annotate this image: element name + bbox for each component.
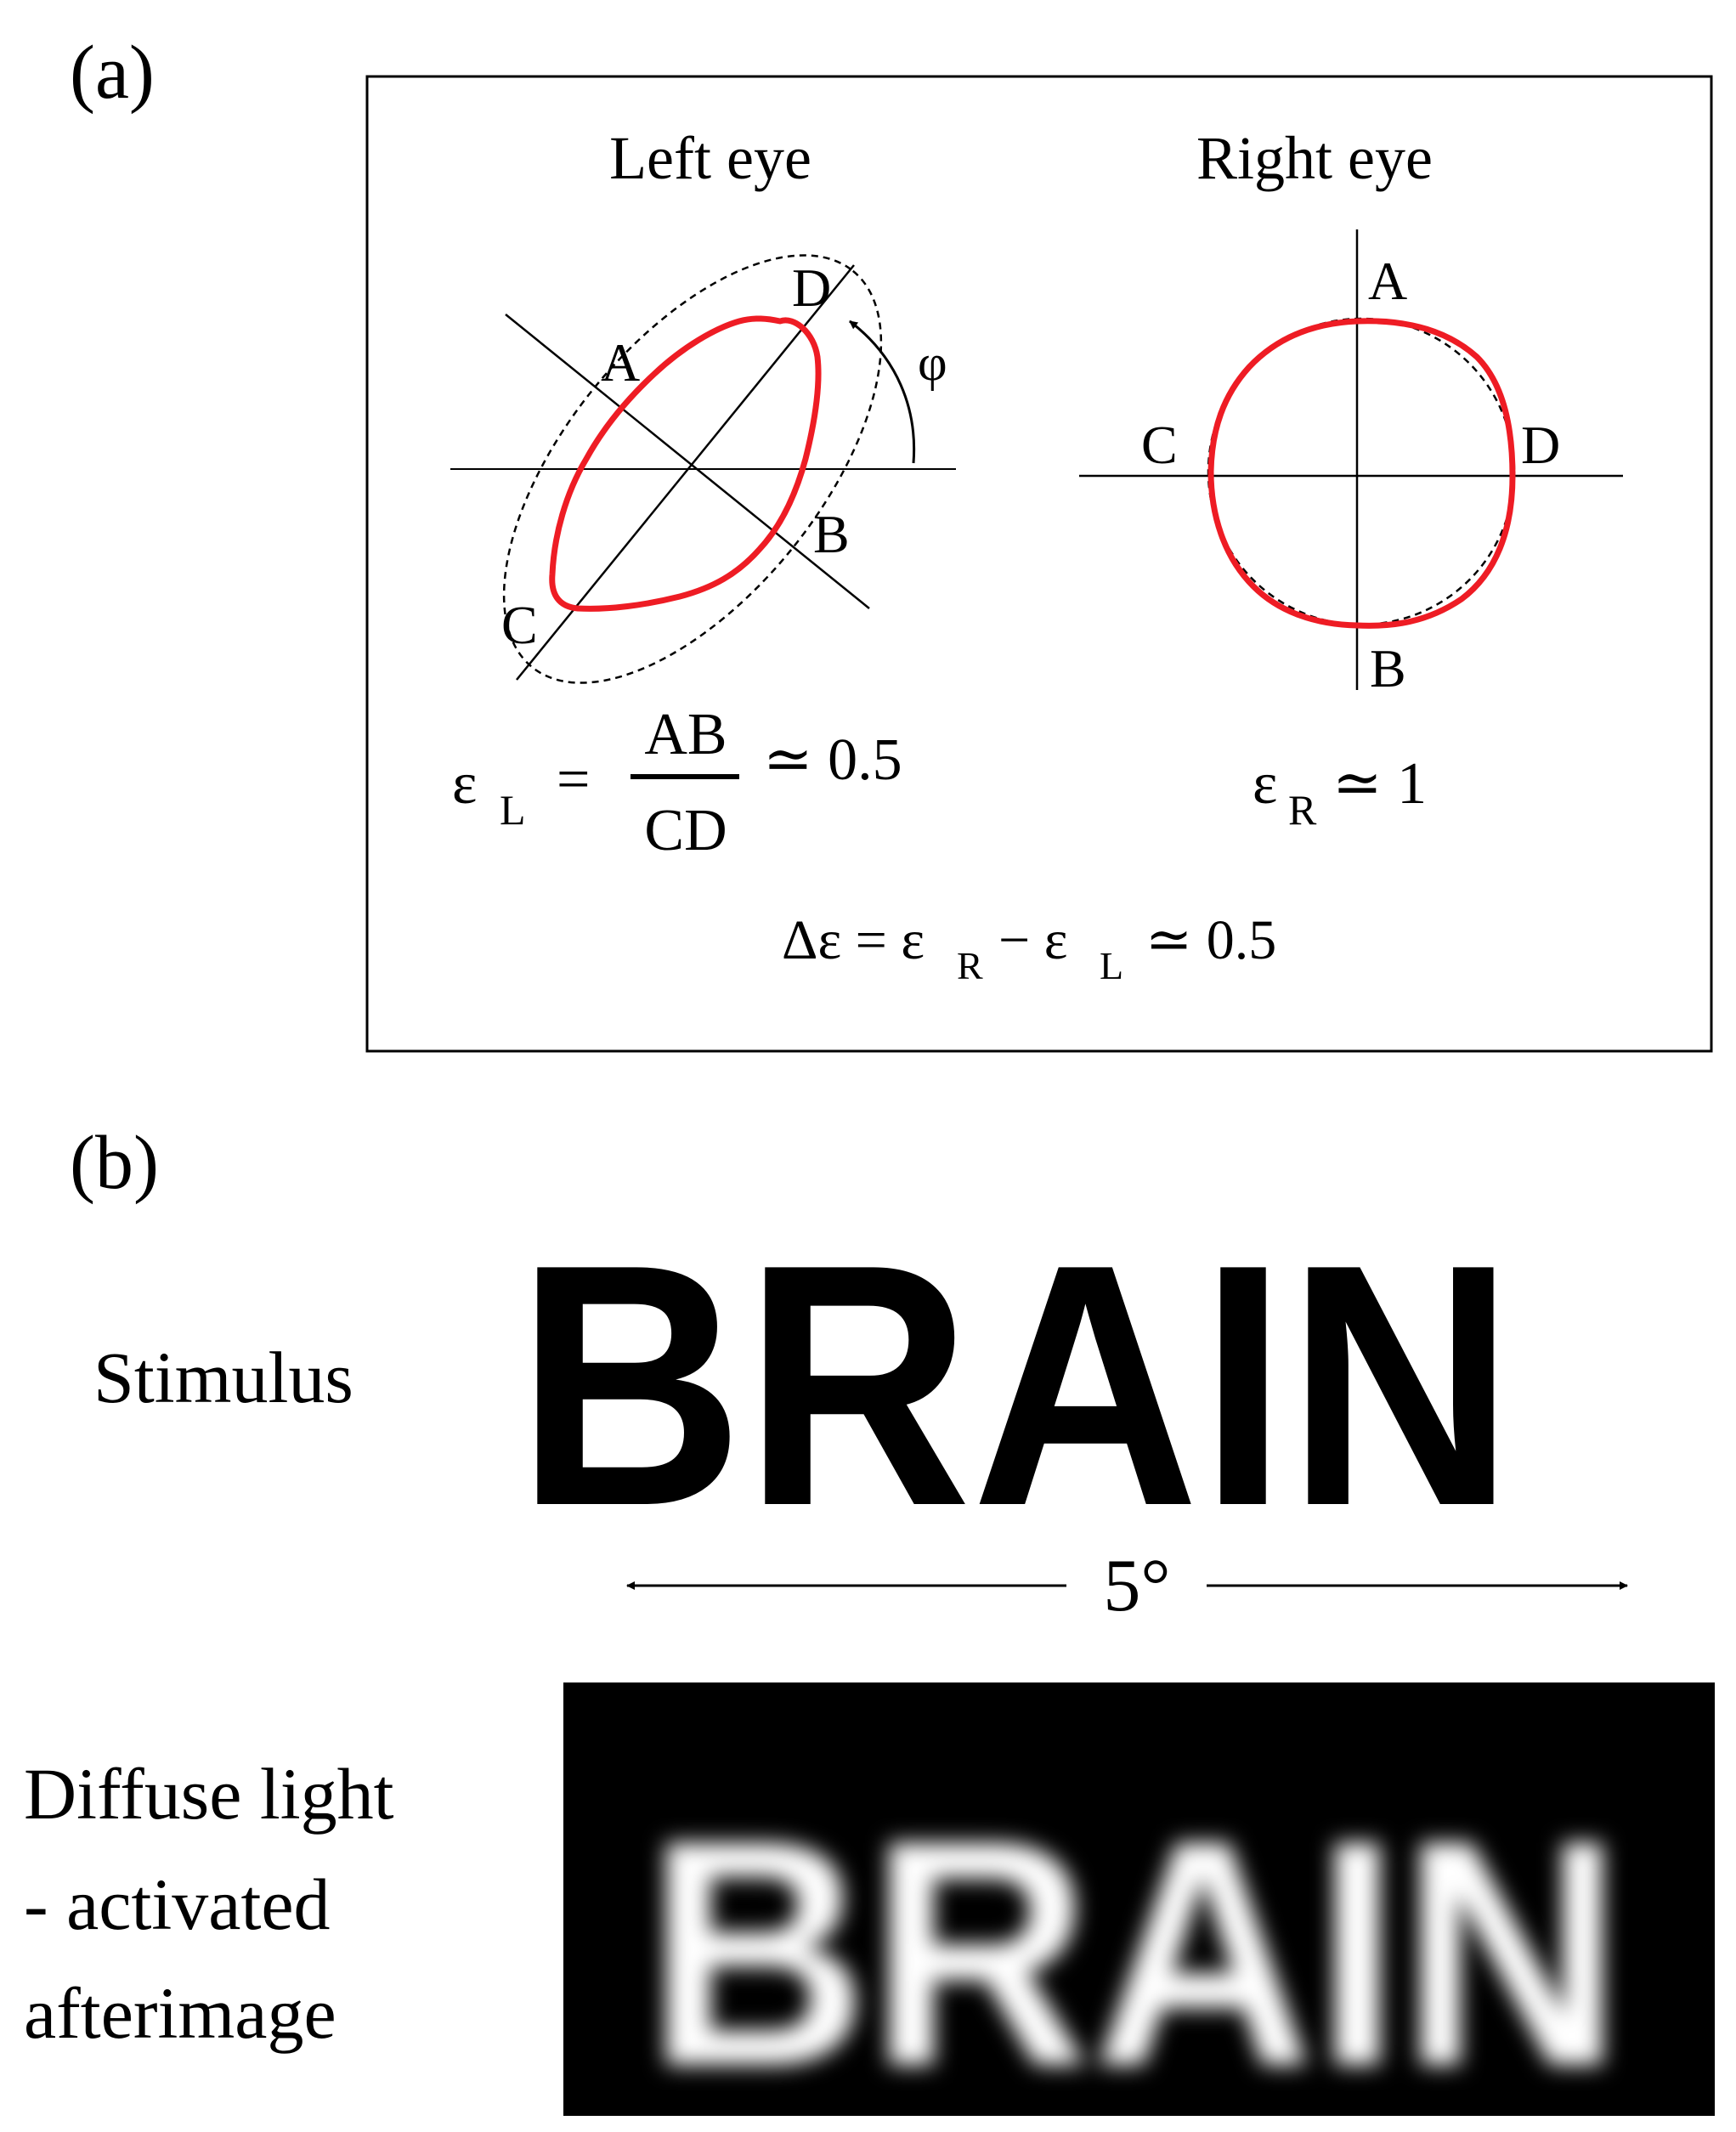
right-measured-curve xyxy=(1207,318,1516,629)
left-point-C: C xyxy=(501,595,538,655)
panel-a-frame xyxy=(365,75,1713,1053)
angle-label: 5° xyxy=(1103,1545,1170,1627)
right-eye-diagram: Right eye A B C D ε R ≃ 1 xyxy=(1079,124,1623,834)
right-eq-epsilon: ε xyxy=(1253,751,1277,817)
left-minor-axis xyxy=(505,314,870,609)
left-eq-epsilon: ε xyxy=(452,751,477,817)
right-point-A: A xyxy=(1368,251,1407,311)
left-eq-numerator: AB xyxy=(644,702,727,767)
left-point-A: A xyxy=(601,332,640,393)
stimulus-word: BRAIN xyxy=(517,1192,1515,1577)
left-measured-curve xyxy=(549,315,822,612)
left-eq-equals: = xyxy=(557,747,590,812)
delta-eq-part3: ≃ 0.5 xyxy=(1145,909,1276,971)
panel-a-label: (a) xyxy=(70,31,155,115)
delta-eq-sub-l: L xyxy=(1100,944,1123,987)
left-eye-diagram: Left eye φ A B C D ε L = AB CD ≃ 0.5 xyxy=(450,124,956,863)
delta-eq-part2: − ε xyxy=(998,909,1067,971)
panel-b-label: (b) xyxy=(70,1121,159,1205)
afterimage-box xyxy=(563,1682,1715,2116)
delta-eq-part1: Δε = ε xyxy=(782,909,925,971)
afterimage-label-line-3: afterimage xyxy=(24,1972,336,2054)
delta-epsilon-equation: Δε = ε R − ε L ≃ 0.5 xyxy=(782,909,1276,987)
right-eq-result: ≃ 1 xyxy=(1332,751,1427,817)
left-fit-ellipse xyxy=(502,254,883,684)
left-point-B: B xyxy=(813,504,850,564)
left-point-D: D xyxy=(792,257,831,318)
right-point-C: C xyxy=(1141,415,1178,475)
left-eye-title: Left eye xyxy=(609,124,811,192)
stimulus-label: Stimulus xyxy=(93,1337,353,1418)
angle-extent-indicator: 5° xyxy=(626,1545,1628,1627)
afterimage-label-line-1: Diffuse light xyxy=(24,1753,394,1835)
afterimage-label-line-2: - activated xyxy=(24,1863,331,1945)
right-eye-title: Right eye xyxy=(1196,124,1433,192)
right-eq-subscript: R xyxy=(1288,786,1317,834)
left-angle-symbol: φ xyxy=(918,335,947,391)
left-angle-arc xyxy=(849,320,916,464)
left-eq-denominator: CD xyxy=(644,798,727,863)
delta-eq-sub-r: R xyxy=(957,944,983,987)
afterimage-word: BRAIN xyxy=(646,1773,1623,2132)
left-eq-result: ≃ 0.5 xyxy=(763,727,902,793)
left-eq-subscript: L xyxy=(500,786,526,834)
right-point-D: D xyxy=(1521,415,1560,475)
right-point-B: B xyxy=(1370,638,1406,698)
